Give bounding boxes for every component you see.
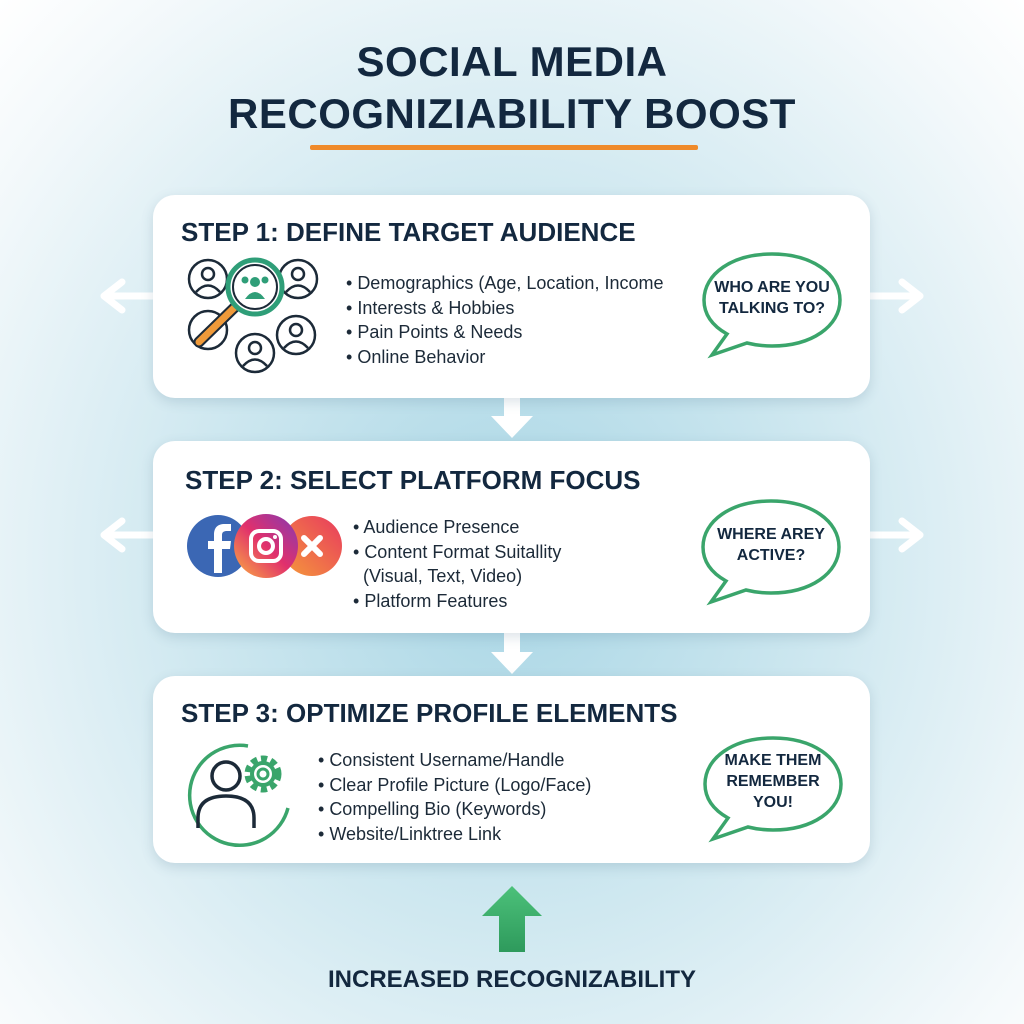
bubble-line: WHO ARE YOU: [714, 278, 830, 296]
step-2-card: STEP 2: SELECT PLATFORM FOCUS Audience P…: [153, 441, 870, 633]
bubble-line: REMEMBER: [726, 773, 820, 790]
speech-bubble: WHERE AREY ACTIVE?: [696, 497, 846, 607]
audience-search-icon: [187, 257, 319, 374]
step-2-bullets: Audience Presence Content Format Suitall…: [353, 515, 561, 613]
bullet-item: Audience Presence: [353, 515, 561, 540]
step-1-title: STEP 1: DEFINE TARGET AUDIENCE: [181, 217, 636, 247]
bubble-line: WHERE AREY: [717, 525, 825, 543]
bullet-item: Interests & Hobbies: [346, 296, 663, 321]
bubble-line: TALKING TO?: [718, 299, 826, 317]
bullet-item: Clear Profile Picture (Logo/Face): [318, 773, 591, 798]
down-arrow-icon: [491, 396, 533, 438]
bullet-item: (Visual, Text, Video): [363, 566, 523, 586]
step-3-title: STEP 3: OPTIMIZE PROFILE ELEMENTS: [181, 698, 678, 728]
bullet-item: Consistent Username/Handle: [318, 748, 591, 773]
step-1-bullets: Demographics (Age, Location, Income Inte…: [346, 271, 663, 369]
bullet-item: Compelling Bio (Keywords): [318, 797, 591, 822]
step-3-bullets: Consistent Username/Handle Clear Profile…: [318, 748, 591, 846]
title-line-1: SOCIAL MEDIA: [356, 38, 668, 85]
step-1-card: STEP 1: DEFINE TARGET AUDIENCE Demograph…: [153, 195, 870, 398]
step-2-title: STEP 2: SELECT PLATFORM FOCUS: [185, 465, 641, 495]
instagram-icon: [234, 514, 298, 578]
social-platform-icons: [187, 514, 342, 578]
left-arrow-icon: [100, 517, 156, 553]
bullet-item: Content Format Suitallity: [353, 540, 561, 565]
up-arrow-icon: [482, 886, 542, 952]
down-arrow-icon: [491, 632, 533, 674]
title-line-2: RECOGNIZIABILITY BOOST: [228, 90, 796, 137]
bubble-line: ACTIVE?: [736, 546, 806, 564]
result-label: INCREASED RECOGNIZABILITY: [327, 966, 696, 993]
bubble-line: YOU!: [752, 794, 793, 811]
bullet-item: Pain Points & Needs: [346, 320, 663, 345]
bullet-item: Demographics (Age, Location, Income: [346, 271, 663, 296]
left-arrow-icon: [100, 278, 156, 314]
bullet-item: Website/Linktree Link: [318, 822, 591, 847]
gear-icon: [244, 755, 282, 793]
bullet-item: Platform Features: [353, 589, 561, 614]
profile-settings-icon: [187, 743, 290, 848]
speech-bubble: WHO ARE YOU TALKING TO?: [697, 250, 847, 360]
right-arrow-icon: [868, 517, 924, 553]
bullet-item: Online Behavior: [346, 345, 663, 370]
title-underline: [310, 145, 698, 150]
right-arrow-icon: [868, 278, 924, 314]
step-3-card: STEP 3: OPTIMIZE PROFILE ELEMENTS Consis…: [153, 676, 870, 863]
speech-bubble: MAKE THEM REMEMBER YOU!: [698, 734, 848, 844]
bubble-line: MAKE THEM: [724, 752, 822, 769]
